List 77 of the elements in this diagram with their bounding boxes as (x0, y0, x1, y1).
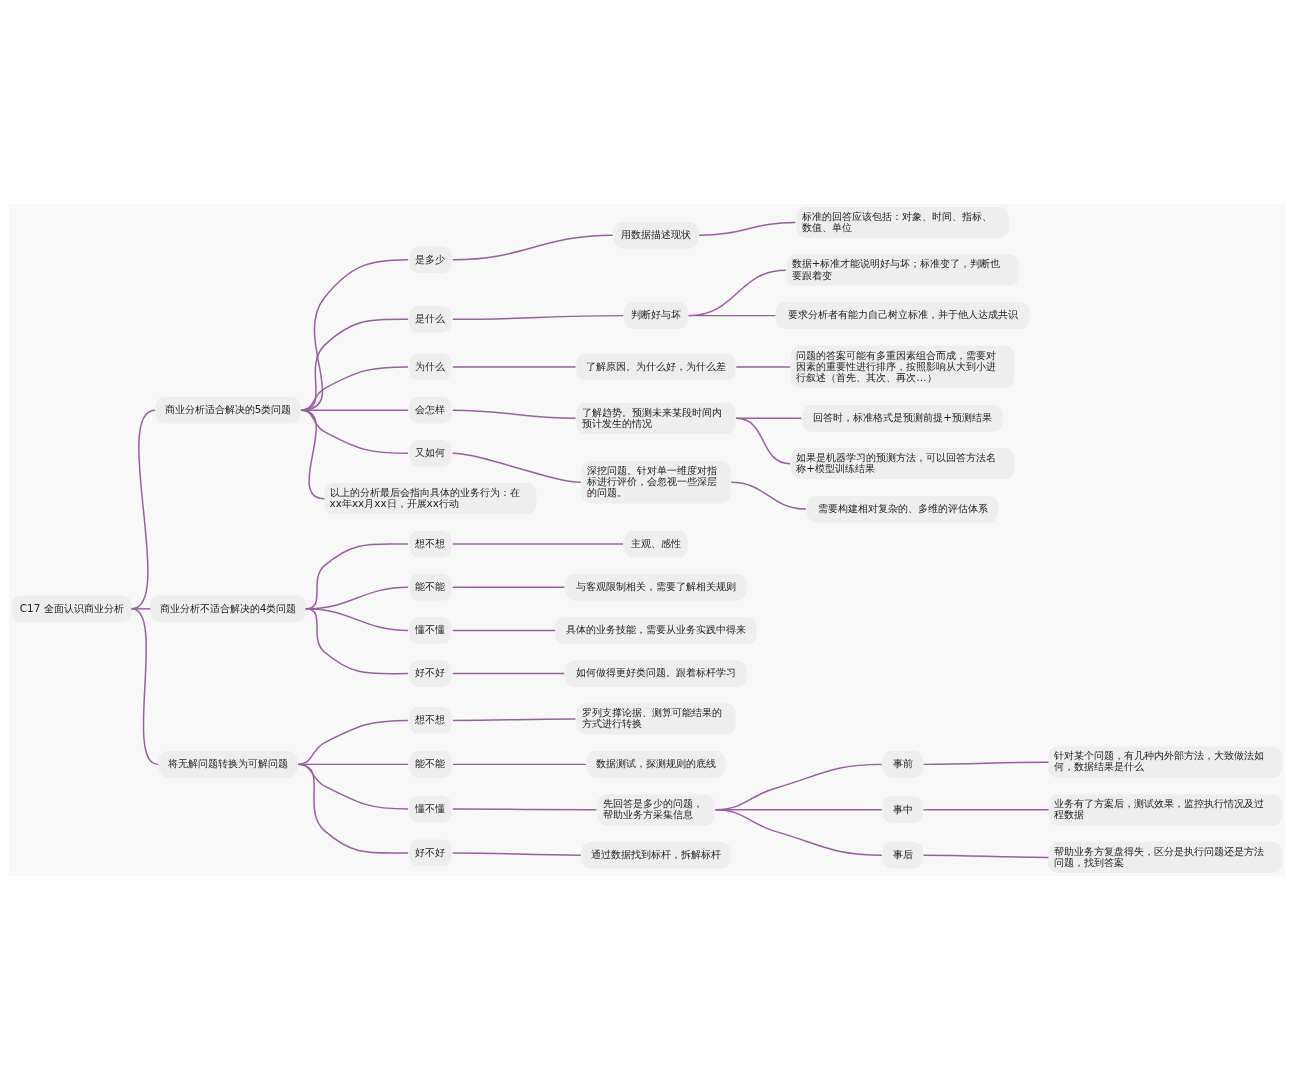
connector (452, 852, 582, 856)
node-box: 了解趋势。预测未来某段时间内预计发生的情况 (576, 402, 736, 434)
node-box: 需要构建相对复杂的、多维的评估体系 (807, 495, 999, 523)
node-box: 商业分析不适合解决的4类问题 (150, 595, 306, 623)
connector (735, 366, 791, 368)
connector (300, 409, 409, 455)
node-box: 业务有了方案后，测试效果，监控执行情况及过程数据 (1048, 794, 1283, 826)
connector (452, 543, 624, 545)
node-box: 以上的分析最后会指向具体的业务行为：在xx年xx月xx日，开展xx行动 (324, 483, 537, 515)
node-box: 要求分析者有能力自己树立标准，并于他人达成共识 (775, 302, 1030, 329)
node-box: 为什么 (409, 353, 452, 381)
connector (452, 409, 577, 420)
connector (300, 366, 409, 411)
node-box: 懂不懂 (409, 795, 452, 823)
node-box: 深挖问题。针对单一维度对指标进行评价，会忽视一些深层的问题。 (581, 461, 731, 504)
node-box: 想不想 (409, 707, 452, 734)
node-box: 针对某个问题，有几种内外部方法，大致做法如何，数据结果是什么 (1048, 746, 1283, 778)
node-box: 罗列支撑论据、测算可能结果的方式进行转换 (576, 703, 736, 735)
connector (300, 409, 326, 500)
connector (452, 314, 624, 321)
node-box: 是什么 (409, 305, 452, 333)
connector (922, 809, 1050, 811)
connector (297, 719, 409, 766)
node-box: 通过数据找到标杆，拆解标杆 (581, 841, 731, 869)
connector (452, 234, 614, 261)
connector (452, 629, 556, 632)
connector (687, 314, 777, 317)
connector (714, 809, 883, 856)
node-box: 判断好与坏 (623, 302, 688, 329)
node-box: 如果是机器学习的预测方法，可以回答方法名称+模型训练结果 (791, 448, 1015, 480)
node-box: 懂不懂 (409, 617, 452, 644)
node-box: 如何做得更好类问题。跟着标杆学习 (565, 660, 747, 687)
connector (452, 586, 566, 588)
node-box: 事前 (882, 751, 923, 778)
node-box: 又如何 (409, 439, 452, 467)
node-box: 主观、感性 (623, 530, 688, 558)
node-box: 将无解问题转换为可解问题 (158, 751, 298, 778)
node-box: 事中 (882, 796, 923, 824)
node-box: 帮助业务方复盘得失，区分是执行问题还是方法问题，找到答案 (1048, 841, 1283, 873)
node-box: 用数据描述现状 (613, 221, 699, 249)
connector (130, 608, 159, 766)
node-box: 能不能 (409, 751, 452, 778)
connector (730, 481, 807, 510)
connector (300, 409, 409, 411)
connector (300, 259, 409, 411)
node-box: 好不好 (409, 660, 452, 687)
node-box: 事后 (882, 841, 923, 869)
node-box: C17 全面认识商业分析 (11, 595, 132, 623)
connector (698, 221, 797, 236)
connector (452, 366, 577, 368)
node-box: 商业分析适合解决的5类问题 (155, 396, 301, 424)
connector (452, 808, 598, 811)
connector (452, 718, 577, 722)
connector (922, 761, 1050, 766)
node-box: 数据+标准才能说明好与坏；标准变了，判断也要跟着变 (786, 254, 1019, 286)
connector (452, 672, 566, 675)
node-box: 标准的回答应该包括：对象、时间、指标、数值、单位 (796, 207, 1009, 239)
node-box: 数据测试，探测规则的底线 (586, 751, 726, 778)
node-box: 想不想 (409, 530, 452, 558)
connector (687, 269, 787, 317)
node-box: 具体的业务技能，需要从业务实践中得来 (555, 617, 757, 644)
connector (305, 608, 409, 675)
node-box: 了解原因。为什么好，为什么差 (576, 353, 736, 381)
connector (922, 854, 1050, 859)
node-box: 回答时，标准格式是预测前提+预测结果 (802, 404, 1003, 432)
node-box: 先回答是多少的问题，帮助业务方采集信息 (597, 794, 715, 826)
connector (297, 763, 409, 854)
connector (735, 417, 791, 465)
connector (300, 318, 409, 411)
node-box: 问题的答案可能有多重因素组合而成，需要对因素的重要性进行排序，按照影响从大到小进行叙述（首先、其次、再次…） (791, 345, 1015, 389)
node-box: 是多少 (409, 246, 452, 274)
node-box: 好不好 (409, 839, 452, 867)
node-box: 会怎样 (409, 396, 452, 424)
connector (452, 452, 582, 484)
connector (452, 763, 587, 766)
node-box: 能不能 (409, 573, 452, 601)
node-box: 与客观限制相关，需要了解相关规则 (565, 573, 747, 601)
